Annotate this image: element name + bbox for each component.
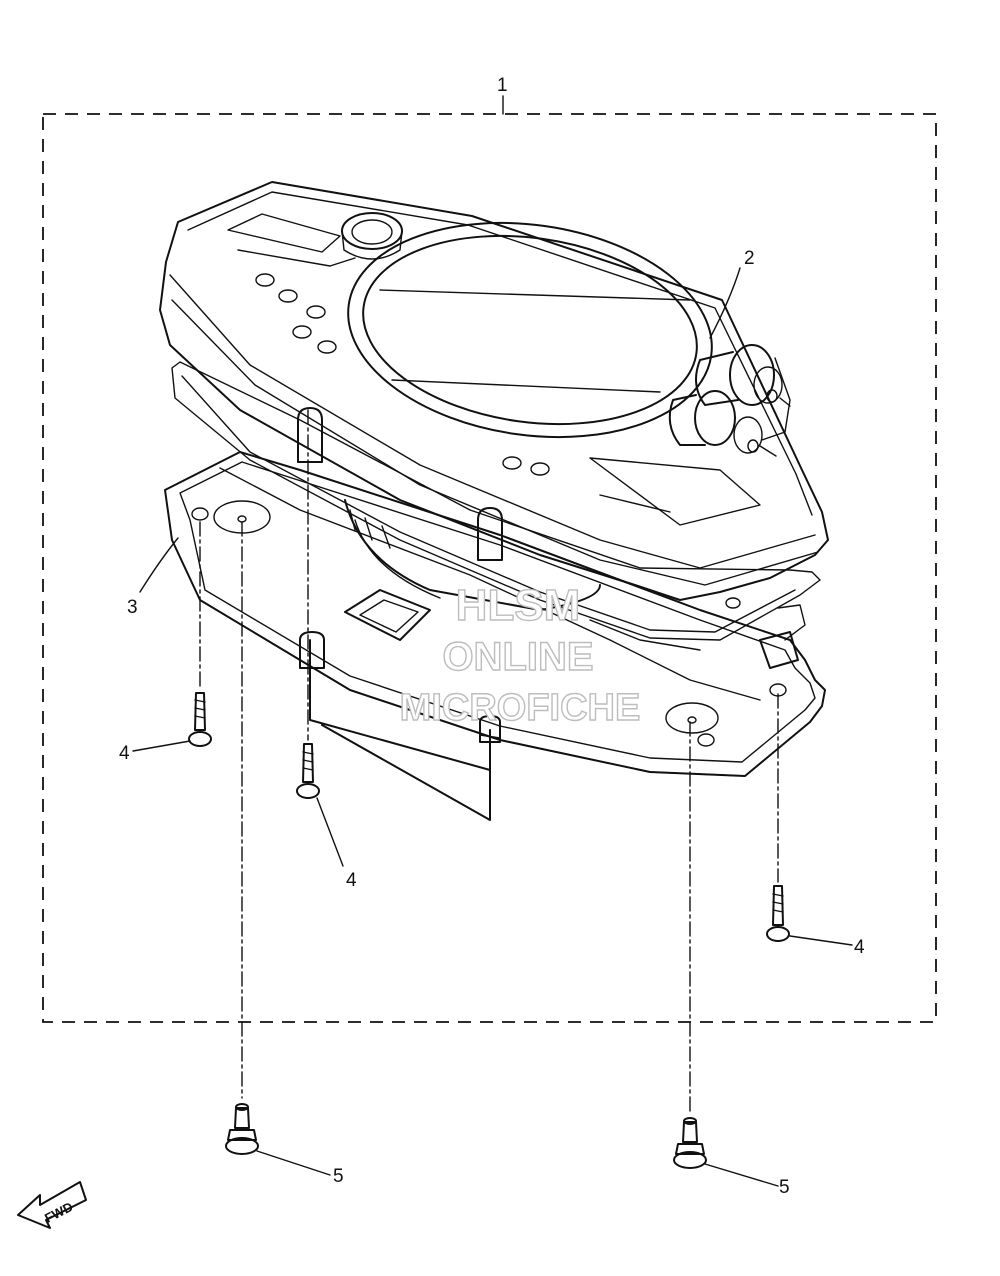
callout-2: 2: [744, 248, 755, 269]
screw-4-left: [188, 521, 212, 747]
callout-1: 1: [497, 75, 508, 96]
callout-labels: 1 2 3 4 4 4 5 5: [119, 75, 865, 1198]
screw-4-right: [766, 693, 790, 942]
screw-4-center: [296, 409, 320, 799]
callout-5-right: 5: [779, 1177, 790, 1198]
watermark: HLSM ONLINE MICROFICHE: [399, 580, 641, 729]
assembly-boundary: [42, 95, 937, 1023]
leader-lines: [132, 267, 853, 1187]
watermark-line-3: MICROFICHE: [400, 687, 641, 729]
callout-3: 3: [127, 597, 138, 618]
meter-body: [309, 499, 601, 821]
callout-4-center: 4: [346, 870, 357, 891]
screw-5-right: [673, 721, 707, 1169]
gasket: [171, 361, 821, 651]
meter-case: [159, 181, 829, 601]
fwd-label: FWD: [42, 1199, 75, 1226]
callout-4-right: 4: [854, 937, 865, 958]
fwd-arrow-icon: FWD: [17, 1181, 87, 1229]
callout-4-left: 4: [119, 743, 130, 764]
watermark-line-1: HLSM: [456, 581, 581, 630]
callout-5-left: 5: [333, 1166, 344, 1187]
base-plate: [164, 451, 826, 777]
watermark-line-2: ONLINE: [442, 635, 593, 679]
screw-5-left: [225, 521, 259, 1155]
